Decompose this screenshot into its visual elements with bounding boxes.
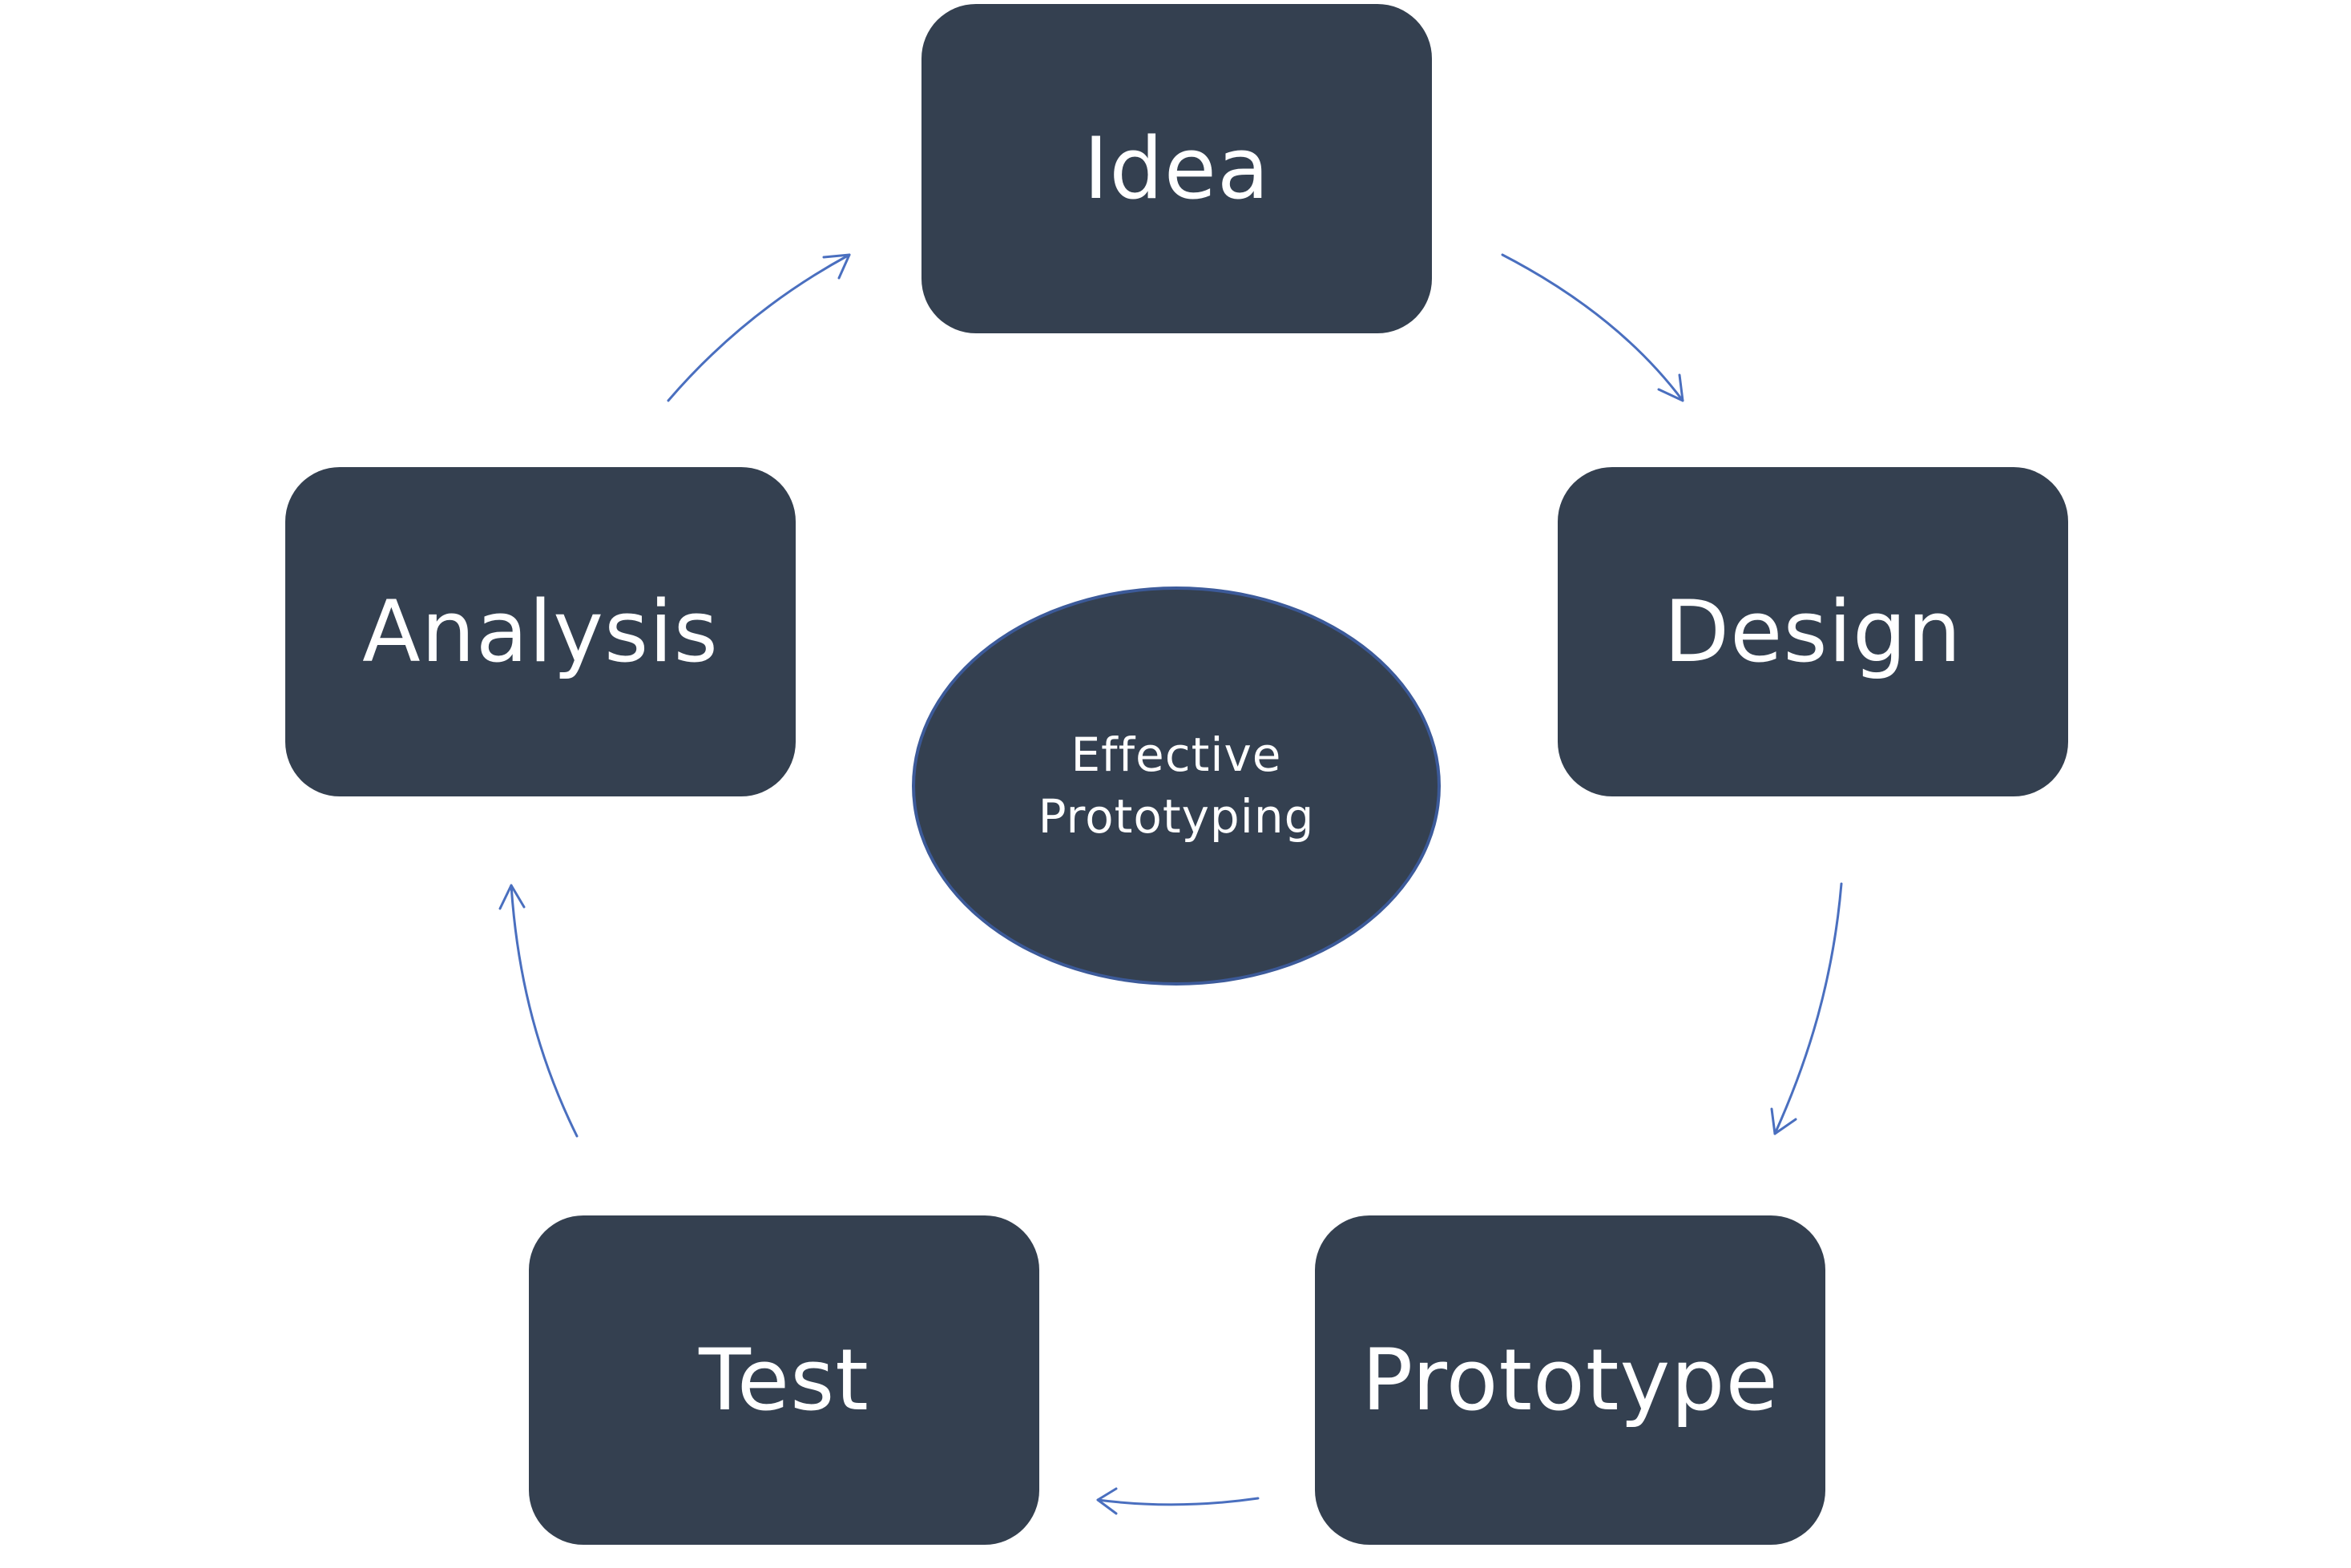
center-label-line2: Prototyping xyxy=(1038,789,1315,844)
node-label: Design xyxy=(1663,582,1962,681)
arrow-line xyxy=(510,884,579,1138)
arrowhead xyxy=(1657,373,1684,402)
arrow-line xyxy=(667,253,851,402)
arrow-idea-to-design xyxy=(1501,253,1684,402)
node-prototype: Prototype xyxy=(1315,1215,1825,1545)
center-label-line1: Effective xyxy=(1071,728,1282,783)
center-ellipse: Effective Prototyping xyxy=(912,586,1441,986)
arrowhead xyxy=(1096,1487,1118,1515)
arrowhead xyxy=(498,884,526,910)
arrow-test-to-analysis xyxy=(498,884,579,1138)
arrow-analysis-to-idea xyxy=(667,253,851,402)
arrow-line xyxy=(1096,1497,1260,1506)
node-test: Test xyxy=(529,1215,1039,1545)
node-idea: Idea xyxy=(921,4,1432,333)
arrow-prototype-to-test xyxy=(1096,1487,1260,1515)
node-label: Idea xyxy=(1083,119,1270,218)
node-label: Test xyxy=(699,1330,869,1429)
arrow-line xyxy=(1773,882,1843,1135)
node-analysis: Analysis xyxy=(285,467,796,796)
node-label: Analysis xyxy=(362,582,719,681)
node-label: Prototype xyxy=(1361,1330,1779,1429)
arrow-line xyxy=(1501,253,1684,402)
arrowhead xyxy=(1770,1107,1797,1135)
node-design: Design xyxy=(1558,467,2068,796)
arrowhead xyxy=(822,253,851,280)
arrow-design-to-prototype xyxy=(1770,882,1843,1135)
